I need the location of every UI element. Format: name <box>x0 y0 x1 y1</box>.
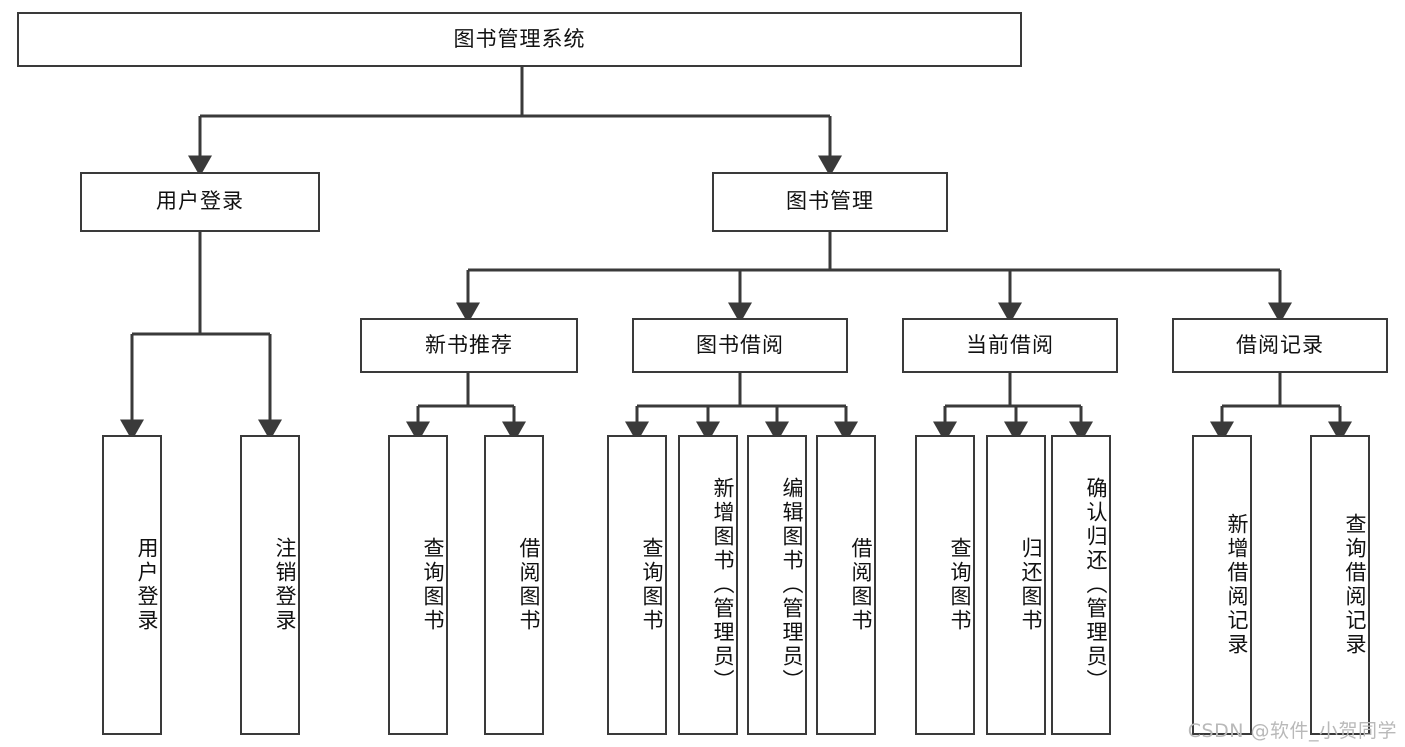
leaf-return-book-label: 归还图书 <box>1019 537 1043 633</box>
node-borrow-record[interactable]: 借阅记录 <box>1172 318 1388 373</box>
node-root[interactable]: 图书管理系统 <box>17 12 1022 67</box>
leaf-user-login[interactable]: 用户登录 <box>102 435 162 735</box>
leaf-query-book-current[interactable]: 查询图书 <box>915 435 975 735</box>
node-book-borrow[interactable]: 图书借阅 <box>632 318 848 373</box>
leaf-borrow-book-newbook[interactable]: 借阅图书 <box>484 435 544 735</box>
leaf-logout-label: 注销登录 <box>273 537 297 633</box>
leaf-borrow-book-newbook-label: 借阅图书 <box>517 537 541 633</box>
leaf-edit-book-admin-label: 编辑图书（管理员） <box>780 477 804 693</box>
leaf-user-login-label: 用户登录 <box>135 537 159 633</box>
edge-userlogin-to-leaves <box>120 232 282 441</box>
node-new-book-recommend[interactable]: 新书推荐 <box>360 318 578 373</box>
edge-bookmgmt-to-level2 <box>456 232 1292 324</box>
leaf-query-borrow-record[interactable]: 查询借阅记录 <box>1310 435 1370 735</box>
node-book-management[interactable]: 图书管理 <box>712 172 948 232</box>
leaf-borrow-book[interactable]: 借阅图书 <box>816 435 876 735</box>
leaf-edit-book-admin[interactable]: 编辑图书（管理员） <box>747 435 807 735</box>
edge-borrow-to-leaves <box>625 373 858 443</box>
node-root-label: 图书管理系统 <box>453 26 586 51</box>
leaf-query-book-newbook-label: 查询图书 <box>421 537 445 633</box>
node-user-login[interactable]: 用户登录 <box>80 172 320 232</box>
leaf-query-book-newbook[interactable]: 查询图书 <box>388 435 448 735</box>
node-new-book-recommend-label: 新书推荐 <box>425 332 513 357</box>
leaf-confirm-return-admin-label: 确认归还（管理员） <box>1084 477 1108 693</box>
leaf-return-book[interactable]: 归还图书 <box>986 435 1046 735</box>
leaf-add-book-admin-label: 新增图书（管理员） <box>711 477 735 693</box>
leaf-add-book-admin[interactable]: 新增图书（管理员） <box>678 435 738 735</box>
leaf-add-borrow-record[interactable]: 新增借阅记录 <box>1192 435 1252 735</box>
csdn-watermark: CSDN @软件_小贺同学 <box>1187 720 1397 742</box>
edge-root-to-level1 <box>188 67 842 177</box>
node-current-borrow[interactable]: 当前借阅 <box>902 318 1118 373</box>
leaf-logout[interactable]: 注销登录 <box>240 435 300 735</box>
node-current-borrow-label: 当前借阅 <box>966 332 1054 357</box>
edge-newbook-to-leaves <box>406 373 526 443</box>
node-book-borrow-label: 图书借阅 <box>696 332 784 357</box>
leaf-borrow-book-label: 借阅图书 <box>849 537 873 633</box>
leaf-confirm-return-admin[interactable]: 确认归还（管理员） <box>1051 435 1111 735</box>
leaf-query-book-borrow[interactable]: 查询图书 <box>607 435 667 735</box>
leaf-query-borrow-record-label: 查询借阅记录 <box>1343 513 1367 657</box>
node-borrow-record-label: 借阅记录 <box>1236 332 1324 357</box>
node-user-login-label: 用户登录 <box>156 189 244 214</box>
leaf-query-book-current-label: 查询图书 <box>948 537 972 633</box>
leaf-add-borrow-record-label: 新增借阅记录 <box>1225 513 1249 657</box>
leaf-query-book-borrow-label: 查询图书 <box>640 537 664 633</box>
edge-record-to-leaves <box>1210 373 1352 443</box>
edge-current-to-leaves <box>933 373 1093 443</box>
node-book-management-label: 图书管理 <box>786 189 874 214</box>
